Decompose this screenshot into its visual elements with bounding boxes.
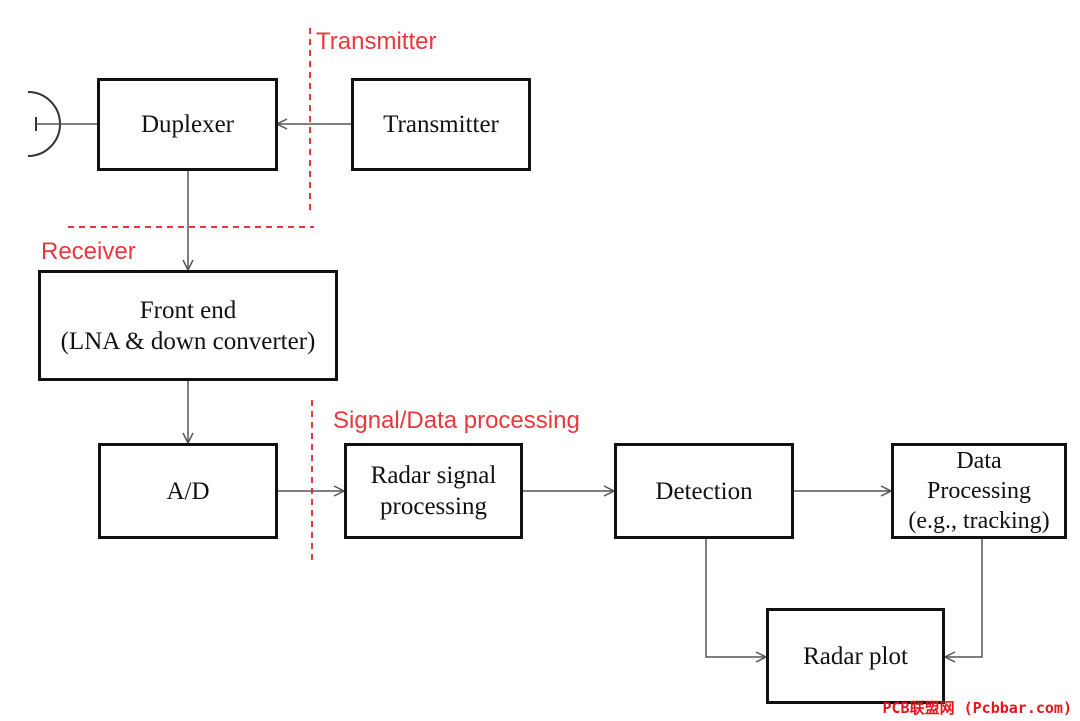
receiver-region-label: Receiver <box>41 238 136 265</box>
detection-block: Detection <box>614 443 794 539</box>
antenna-icon <box>27 91 97 157</box>
radar-signal-processing-block: Radar signal processing <box>344 443 523 539</box>
detection-label: Detection <box>655 477 753 505</box>
radar-plot-block: Radar plot <box>766 608 945 704</box>
arrow-detection-to-radar-plot <box>705 539 766 657</box>
arrow-data-processing-to-radar-plot <box>945 539 983 657</box>
radar-plot-label: Radar plot <box>803 642 908 670</box>
ad-converter-label: A/D <box>166 477 210 505</box>
transmitter-block: Transmitter <box>351 78 531 171</box>
front-end-label-line1: Front end <box>139 296 237 324</box>
data-processing-block: Data Processing (e.g., tracking) <box>891 443 1067 539</box>
watermark: PCB联盟网 (Pcbbar.com) <box>882 699 1073 717</box>
ad-converter-block: A/D <box>98 443 278 539</box>
data-processing-label-line3: (e.g., tracking) <box>908 508 1050 534</box>
signal-data-processing-region-label: Signal/Data processing <box>333 407 580 434</box>
front-end-label-line2: (LNA & down converter) <box>60 327 316 355</box>
radar-signal-processing-label-line2: processing <box>380 493 487 520</box>
transmitter-label: Transmitter <box>383 111 499 138</box>
front-end-block: Front end (LNA & down converter) <box>38 270 338 381</box>
duplexer-label: Duplexer <box>140 111 235 138</box>
data-processing-label-line1: Data <box>956 448 1002 474</box>
duplexer-block: Duplexer <box>97 78 278 171</box>
transmitter-region-label: Transmitter <box>316 28 437 55</box>
radar-signal-processing-label-line1: Radar signal <box>370 462 497 489</box>
data-processing-label-line2: Processing <box>927 478 1031 504</box>
